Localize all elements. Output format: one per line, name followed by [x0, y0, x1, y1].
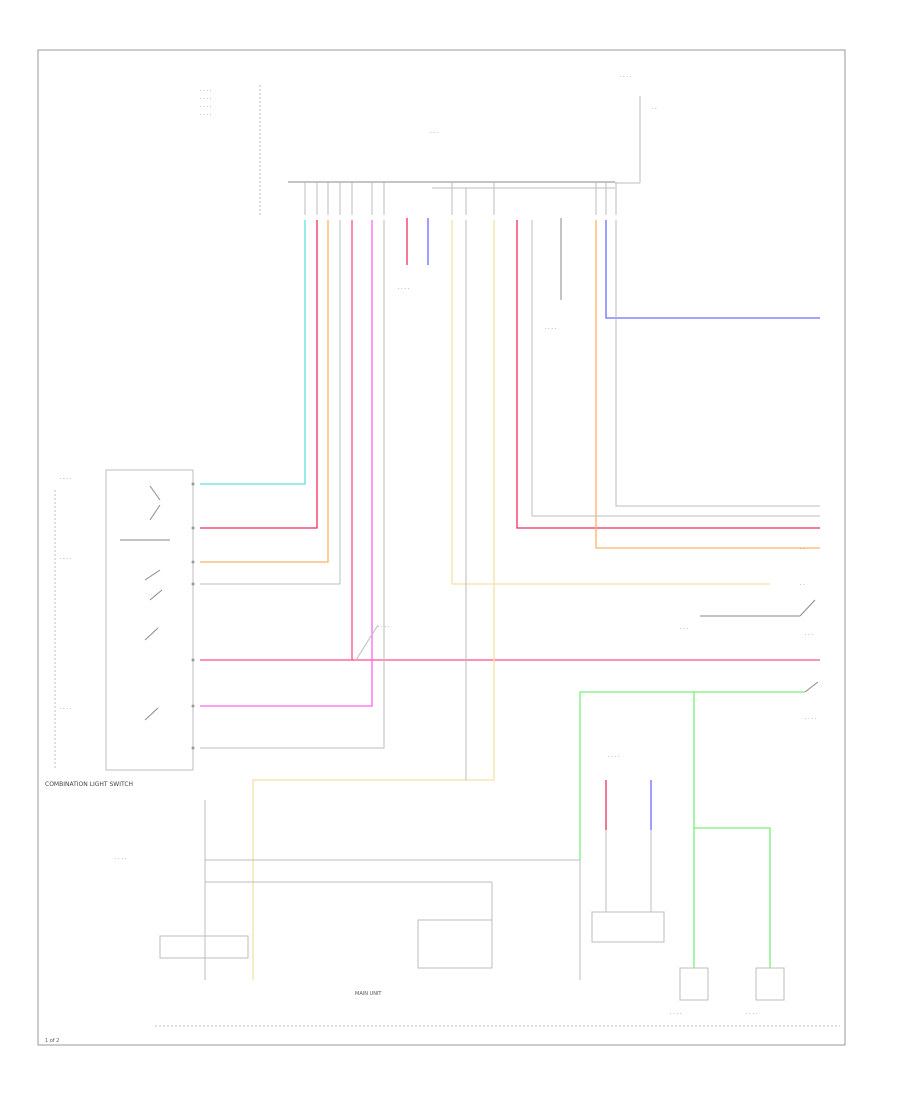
wire-gray-right — [615, 220, 820, 507]
bottom-center-module — [417, 919, 493, 969]
label-top-left-b: · · · · — [200, 96, 212, 102]
left-box-pins — [191, 482, 195, 750]
label-top-left-c: · · · · — [200, 104, 212, 110]
label-right-switch-b: · · · — [805, 632, 813, 638]
wire-orange-2 — [595, 220, 820, 549]
wire-cyan — [200, 220, 306, 485]
connector-drops — [304, 182, 617, 215]
label-right-pin-b: · · — [800, 582, 805, 588]
label-green-switch: · · · · — [805, 716, 817, 722]
wire-gray-2 — [200, 220, 385, 749]
wire-green-1 — [579, 691, 805, 860]
label-lower-conn: · · · · — [608, 754, 620, 760]
label-combination-switch: COMBINATION LIGHT SWITCH — [45, 781, 133, 788]
switch-contacts — [120, 485, 170, 721]
wire-green-3 — [694, 827, 771, 968]
label-right-rear-light: · · · · — [746, 1011, 758, 1017]
combination-switch-box — [105, 469, 194, 771]
green-switch-contact — [804, 681, 819, 693]
bottom-left-module — [159, 935, 249, 959]
left-rear-light-box — [679, 967, 709, 1001]
wire-yellow-2 — [252, 220, 495, 980]
label-ecm: · · · — [430, 130, 438, 136]
right-switch-contact — [799, 599, 816, 617]
label-top-left-a: · · · · — [200, 88, 212, 94]
footer-label: 1 of 2 — [45, 1038, 59, 1044]
label-main-unit: MAIN UNIT — [355, 991, 382, 997]
label-splice-1: · · · · — [398, 286, 410, 292]
label-switch-top: · · · · — [60, 476, 72, 482]
wire-red-1 — [200, 220, 318, 529]
lower-right-module — [591, 911, 665, 943]
label-headlight-switch: · · · · — [60, 556, 72, 562]
label-tail-switch: · · · · — [60, 706, 72, 712]
label-right-pin-a: · · — [800, 546, 805, 552]
label-left-rear-light: · · · · — [670, 1011, 682, 1017]
wire-gray-1 — [200, 220, 341, 585]
label-top-left-d: · · · · — [200, 112, 212, 118]
wire-yellow-1 — [451, 220, 770, 585]
label-splice-3: · · · · — [378, 624, 390, 630]
label-right-switch-a: · · · — [680, 626, 688, 632]
label-top-right-pin: · · — [652, 106, 657, 112]
splice-leader — [355, 624, 379, 661]
label-bottom-left: · · · · — [115, 856, 127, 862]
label-top-right: · · · · — [620, 74, 632, 80]
right-rear-light-box — [755, 967, 785, 1001]
wire-red-2 — [516, 220, 820, 529]
label-splice-2: · · · · — [545, 326, 557, 332]
wire-orange-1 — [200, 220, 329, 563]
diagram-frame — [37, 49, 846, 1046]
wire-pink-main — [200, 220, 353, 661]
wire-magenta — [200, 220, 373, 707]
wire-blue-right — [605, 220, 820, 319]
